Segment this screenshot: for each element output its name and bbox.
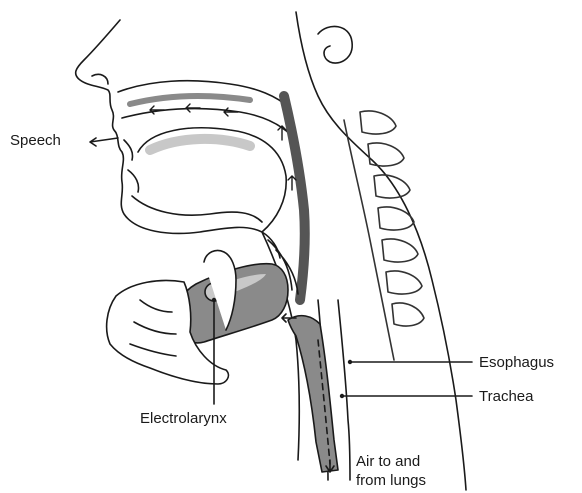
ear: [318, 26, 352, 63]
trachea-label: Trachea: [479, 388, 533, 406]
speech-arrow: [90, 138, 118, 146]
spine: [344, 111, 424, 360]
air-to-lungs-label: Air to and from lungs: [356, 452, 426, 490]
hard-palate: [122, 109, 292, 136]
tongue-shade: [150, 139, 250, 150]
teeth: [124, 140, 139, 192]
esophagus-tube-2: [338, 300, 350, 480]
palate-shade: [130, 96, 250, 104]
nostril: [92, 74, 108, 84]
esophagus-label: Esophagus: [479, 354, 554, 372]
air-label-line1: Air to and: [356, 452, 426, 471]
air-label-line2: from lungs: [356, 471, 426, 490]
electrolarynx-label: Electrolarynx: [140, 410, 227, 428]
mandible: [132, 196, 262, 222]
speech-label: Speech: [10, 132, 61, 150]
